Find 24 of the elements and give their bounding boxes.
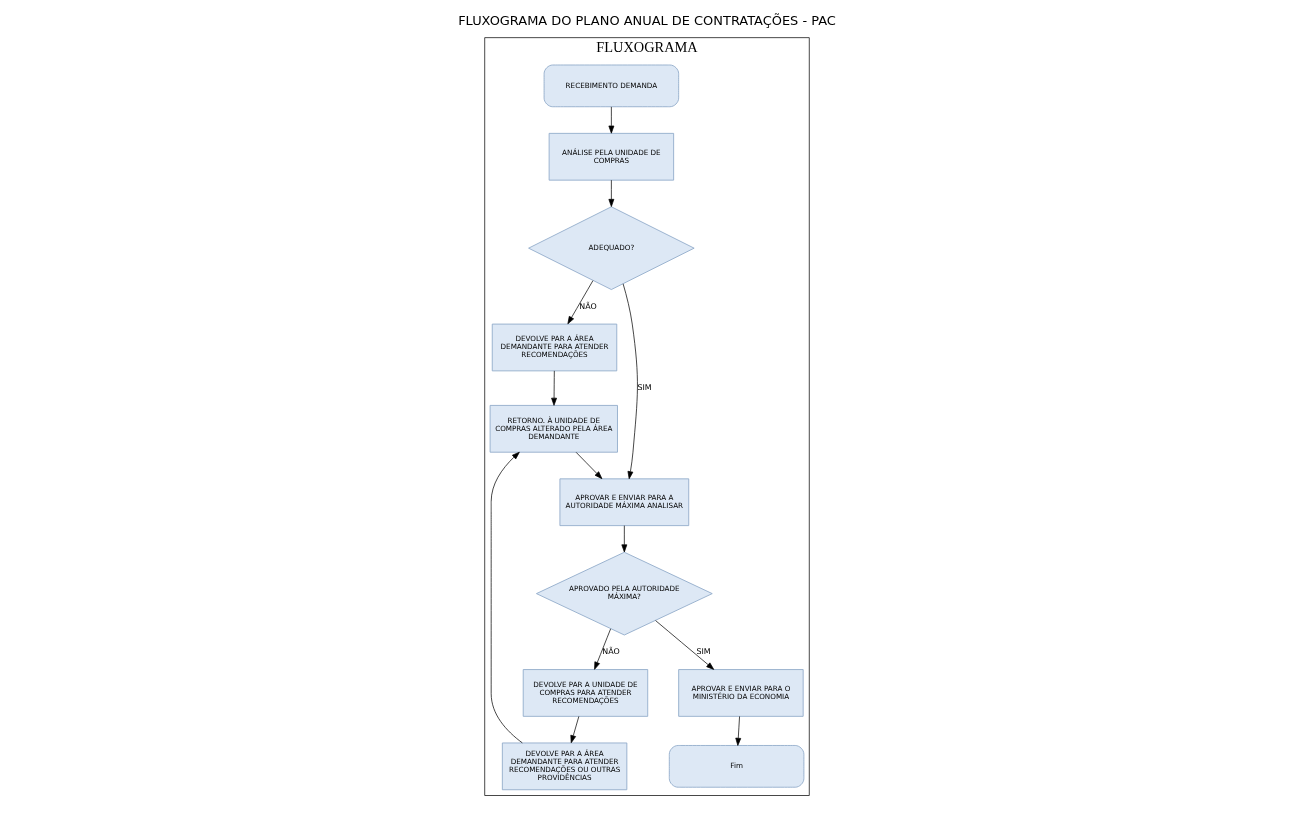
node-diamond: ADEQUADO? — [528, 206, 695, 290]
node-box: RECEBIMENTO DEMANDA — [543, 64, 680, 108]
node-box: RETORNO. À UNIDADE DE COMPRAS ALTERADO PELA ÁREA DEMANDANTE — [489, 405, 618, 453]
node-box: ANÁLISE PELA UNIDADE DE COMPRAS — [548, 132, 675, 181]
node-box: Fim — [668, 745, 805, 788]
arrow — [622, 283, 638, 480]
arrow — [621, 525, 628, 553]
arrow — [735, 716, 742, 746]
arrow — [594, 628, 611, 670]
arrow — [575, 451, 603, 479]
arrow — [490, 451, 523, 744]
node-box: APROVAR E ENVIAR PARA O MINISTÉRIO DA ECONOMIA — [678, 669, 804, 717]
node-diamond: APROVADO PELA AUTORIDADE MÁXIMA? — [536, 551, 713, 636]
arrow — [570, 716, 580, 744]
diagram-title: FLUXOGRAMA DO PLANO ANUAL DE CONTRATAÇÕES - PAC — [458, 12, 836, 28]
arrow — [608, 179, 615, 207]
node-box: DEVOLVE PAR A UNIDADE DE COMPRAS PARA ATENDER RECOMENDAÇÕES — [522, 669, 649, 717]
arrow — [551, 370, 557, 406]
node-box: DEVOLVE PAR A ÁREA DEMANDANTE PARA ATENDER RECOMENDAÇÕES — [491, 323, 618, 372]
arrow — [567, 280, 594, 325]
arrow — [608, 106, 615, 134]
node-box: DEVOLVE PAR A ÁREA DEMANDANTE PARA ATENDER RECOMENDAÇÕES OU OUTRAS PROVIDÊNCIAS — [501, 742, 628, 791]
node-box: APROVAR E ENVIAR PARA A AUTORIDADE MÁXIMA ANALISAR — [559, 478, 690, 527]
arrow — [655, 620, 715, 670]
